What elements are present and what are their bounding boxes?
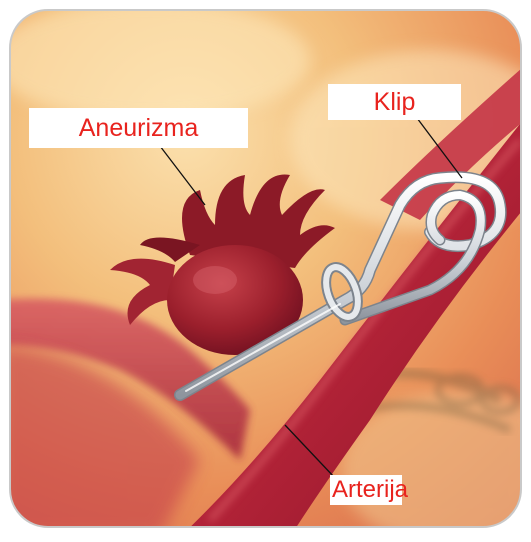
aneurysm-label: Aneurizma [29, 108, 248, 148]
aneurysm-label-text: Aneurizma [79, 114, 199, 143]
artery-label-text: Arterija [332, 476, 408, 504]
artery-label: Arterija [330, 475, 402, 505]
clip-label: Klip [328, 84, 461, 120]
clip-label-text: Klip [374, 88, 416, 117]
